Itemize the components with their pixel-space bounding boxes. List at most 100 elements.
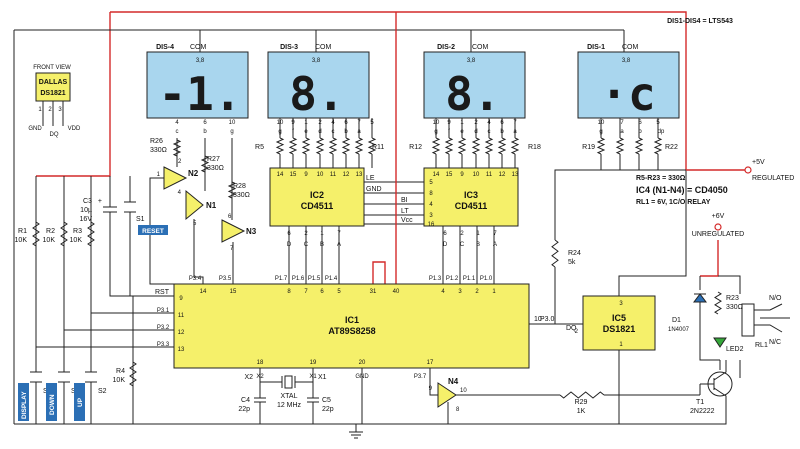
segment-resistor <box>354 137 364 155</box>
buffer-n4-pin: 9 <box>429 386 433 392</box>
dis3-com-pins: 3,8 <box>312 58 321 64</box>
decoder-top-pin: 13 <box>356 172 363 178</box>
up-button[interactable] <box>74 383 85 421</box>
ic1-left-name: P3.2 <box>157 325 170 331</box>
ic3-part: CD4511 <box>455 201 488 211</box>
ic5-pin-1: 1 <box>619 342 623 348</box>
led2-icon <box>713 337 727 348</box>
dis4-seg: g <box>230 129 233 135</box>
display-pin: 10 <box>433 120 440 126</box>
dis4-digit: -1. <box>158 67 241 121</box>
dis4-pin: 4 <box>175 120 179 126</box>
ic1-bottom-pin: 20 <box>359 360 366 366</box>
dis1-seg: b <box>638 129 642 135</box>
supply-5v-regulated: REGULATED <box>752 175 794 182</box>
sensor-part: DS1821 <box>40 90 65 97</box>
buffer-n4-label: N4 <box>448 377 459 386</box>
vcc6-terminal <box>714 223 722 231</box>
display-segment: g <box>278 129 281 135</box>
decoder-top-pin: 10 <box>473 172 480 178</box>
ic1-top-pin: 31 <box>370 289 377 295</box>
display-button[interactable] <box>18 383 29 421</box>
ic1-left-name: P3.1 <box>157 308 170 314</box>
reset-button[interactable] <box>138 225 168 235</box>
relay-stage <box>604 275 790 425</box>
ic1-top-pin: 5 <box>337 289 341 295</box>
display-segment: e <box>304 129 308 135</box>
ic1-top-pin: 6 <box>320 289 324 295</box>
display-pin: 4 <box>331 120 335 126</box>
sensor-pin-vdd: VDD <box>68 126 81 132</box>
decoder-control-lines <box>364 181 424 225</box>
vcc-top-rail <box>110 11 687 170</box>
ic2-ref: IC2 <box>310 190 324 200</box>
ic1-rst-name: RST <box>155 289 170 296</box>
t1-value: 2N2222 <box>690 408 715 415</box>
r19-label: R19 <box>582 144 595 151</box>
ic1-bottom-pin: 19 <box>310 360 317 366</box>
ea-vpp-link <box>372 261 386 284</box>
ic1-top-pin: 1 <box>492 289 496 295</box>
segment-resistor <box>444 137 454 155</box>
display-segment: c <box>488 129 491 135</box>
display-segment: a <box>513 129 517 135</box>
d1-value: 1N4007 <box>668 327 690 333</box>
decoder-top-pin: 11 <box>486 172 493 178</box>
decoder-bottom-name: D <box>443 242 448 248</box>
ic3-ref: IC3 <box>464 190 478 200</box>
c4-label: C4 <box>241 397 250 404</box>
segment-resistor <box>615 137 625 155</box>
r27-value: 330Ω <box>207 165 224 172</box>
segment-resistor <box>596 137 606 155</box>
dis1-digit: ·c <box>600 67 655 121</box>
buffer-n2-pin: 2 <box>178 159 182 165</box>
c3-label: C3 <box>83 198 92 205</box>
capacitor-c3 <box>103 206 117 213</box>
ic1-top-name: P3.5 <box>219 276 232 282</box>
r12-label: R12 <box>409 144 422 151</box>
r24-value: 5k <box>568 259 576 266</box>
ctrl-vcc: Vcc <box>401 217 413 224</box>
ic2-body <box>269 167 365 227</box>
ic3-left-pin: 4 <box>429 202 433 208</box>
buffer-n1-label: N1 <box>206 201 217 210</box>
down-button[interactable] <box>46 383 57 421</box>
c5-label: C5 <box>322 397 331 404</box>
crystal-x2: X2 <box>244 374 253 381</box>
switch-s1 <box>124 176 136 296</box>
buffer-n1-pin: 4 <box>178 190 182 196</box>
display-pin: 9 <box>447 120 451 126</box>
r2-label: R2 <box>46 228 55 235</box>
dis3-com-label: COM <box>315 44 332 51</box>
ic1-body <box>173 283 530 369</box>
dis4-com-pins: 3,8 <box>196 58 205 64</box>
ic1-ref: IC1 <box>345 315 359 325</box>
display-segment: b <box>500 129 504 135</box>
decoder-top-pin: 14 <box>277 172 284 178</box>
segment-resistor <box>315 137 325 155</box>
dis4-com-label: COM <box>190 44 207 51</box>
display-segment: d <box>318 129 321 135</box>
relay-note: RL1 = 6V, 1C/O RELAY <box>636 199 711 206</box>
ic1-top-pin: 4 <box>441 289 445 295</box>
dis1-com-label: COM <box>622 44 639 51</box>
dis2-display <box>423 51 526 119</box>
s1-label: S1 <box>136 216 145 223</box>
segment-resistor <box>301 137 311 155</box>
resistor-note: R5-R23 = 330Ω <box>636 175 686 182</box>
ic1-left-pin: 11 <box>178 313 185 319</box>
display-pin: 1 <box>304 120 308 126</box>
ic3-left-pin: 3 <box>429 213 433 219</box>
display-pin: 5 <box>370 120 374 126</box>
ic1-pin-10: 10 <box>534 316 542 323</box>
crystal-x1: X1 <box>318 374 327 381</box>
ic1-bottom-pin: 17 <box>427 360 434 366</box>
r28-value: 330Ω <box>233 192 250 199</box>
display-segment: g <box>434 129 437 135</box>
ctrl-lt: LT <box>401 208 409 215</box>
resistor-r24 <box>551 239 559 268</box>
ground-symbol <box>349 424 363 439</box>
r26-value: 330Ω <box>150 147 167 154</box>
ic1-top-name: P1.7 <box>275 276 288 282</box>
